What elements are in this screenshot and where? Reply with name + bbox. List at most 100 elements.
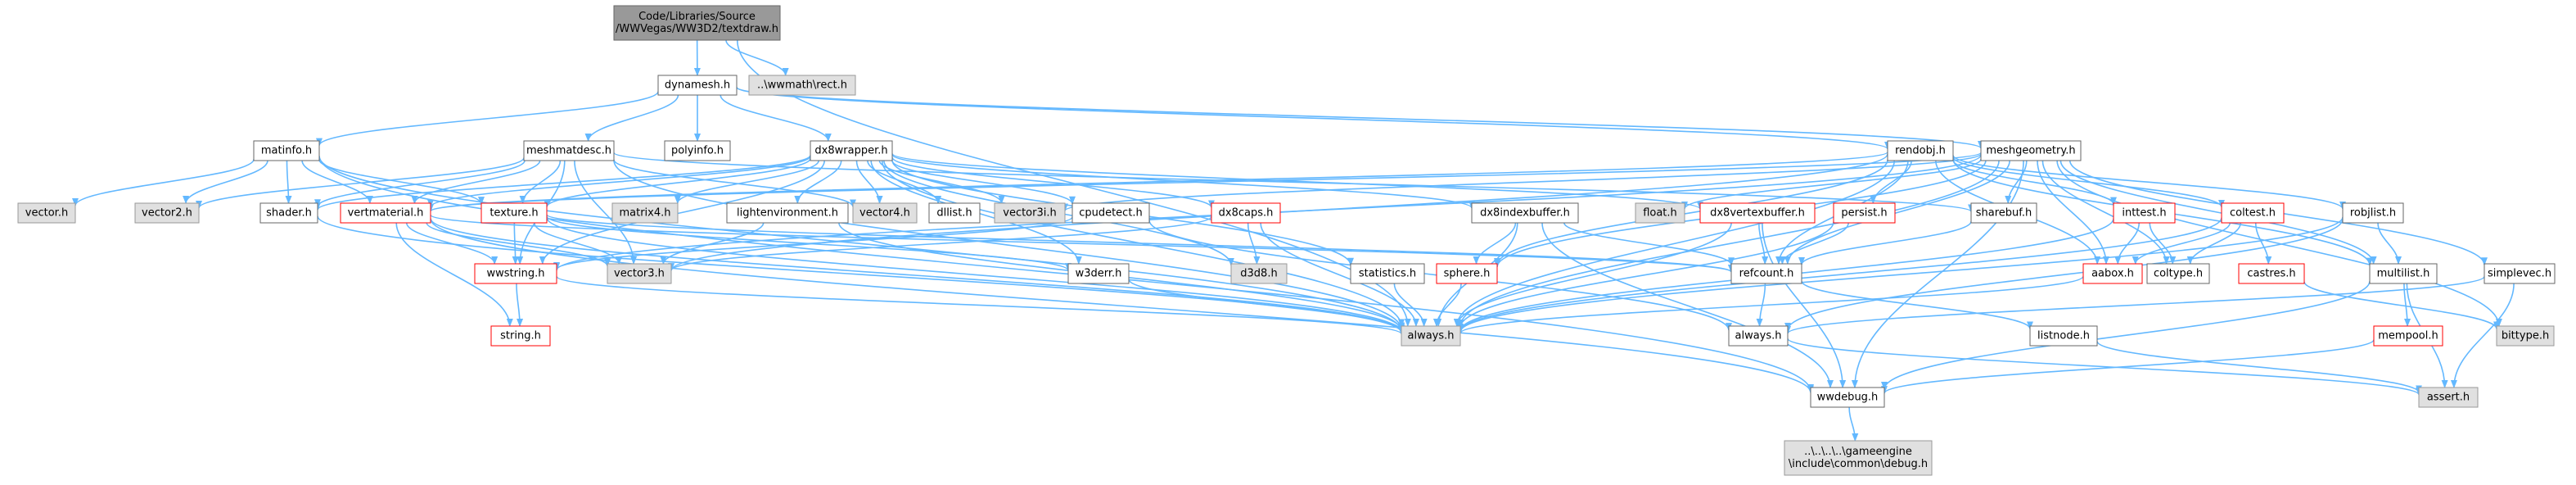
node-label-w3derr: w3derr.h — [1076, 268, 1122, 280]
node-label-gedebug: ..\..\..\..\gameengine — [1804, 446, 1912, 458]
node-bittype[interactable]: bittype.h — [2496, 325, 2555, 347]
node-multilist[interactable]: multilist.h — [2369, 263, 2438, 284]
node-vector4[interactable]: vector4.h — [852, 202, 918, 224]
node-box-matinfo — [253, 140, 320, 161]
node-sphere[interactable]: sphere.h — [1436, 263, 1498, 284]
edge-dx8wrapper-to-vector4 — [855, 160, 883, 204]
node-dllist[interactable]: dllist.h — [928, 202, 981, 224]
node-statistics[interactable]: statistics.h — [1350, 263, 1425, 284]
node-meshmatdesc[interactable]: meshmatdesc.h — [523, 140, 615, 161]
edge-dynamesh-to-rendobj — [736, 86, 1891, 150]
node-label-bittype: bittype.h — [2502, 330, 2549, 342]
node-box-vertmaterial — [340, 202, 431, 224]
node-box-dllist — [928, 202, 981, 224]
edge-dx8indexbuffer-to-sphere — [1473, 222, 1517, 265]
node-vector3i[interactable]: vector3i.h — [994, 202, 1066, 224]
node-dx8wrapper[interactable]: dx8wrapper.h — [810, 140, 893, 161]
edge-persist-to-always — [1457, 221, 1834, 329]
node-box-castres — [2238, 263, 2305, 284]
node-alwaysw[interactable]: always.h — [1728, 325, 1789, 347]
edge-lightenvironment-to-vector3 — [660, 222, 765, 265]
node-refcount[interactable]: refcount.h — [1730, 263, 1802, 284]
node-sharebuf[interactable]: sharebuf.h — [1970, 202, 2037, 224]
node-w3derr[interactable]: w3derr.h — [1067, 263, 1130, 284]
node-polyinfo[interactable]: polyinfo.h — [664, 140, 731, 161]
node-root[interactable]: Code/Libraries/Source/WWVegas/WW3D2/text… — [613, 5, 781, 41]
node-texture[interactable]: texture.h — [480, 202, 548, 224]
node-wwdebug[interactable]: wwdebug.h — [1810, 387, 1885, 408]
node-coltest[interactable]: coltest.h — [2221, 202, 2285, 224]
node-string[interactable]: string.h — [490, 325, 551, 347]
edge-meshmatdesc-to-texture — [519, 160, 562, 204]
node-mempool[interactable]: mempool.h — [2373, 325, 2443, 347]
node-wwstring[interactable]: wwstring.h — [474, 263, 557, 284]
node-wwmathrect[interactable]: ..\wwmath\rect.h — [748, 75, 856, 96]
node-listnode[interactable]: listnode.h — [2029, 325, 2098, 347]
edge-wwdebug-to-gedebug — [1848, 406, 1859, 442]
node-label-multilist: multilist.h — [2377, 268, 2430, 280]
node-cpudetect[interactable]: cpudetect.h — [1071, 202, 1150, 224]
edge-dx8wrapper-to-wwstring — [539, 160, 825, 265]
node-box-wwdebug — [1810, 387, 1885, 408]
node-coltype[interactable]: coltype.h — [2146, 263, 2210, 284]
edge-texture-to-wwstring — [512, 222, 519, 265]
node-vector3[interactable]: vector3.h — [607, 263, 672, 284]
node-dx8vertexbuffer[interactable]: dx8vertexbuffer.h — [1699, 202, 1816, 224]
node-meshgeometry[interactable]: meshgeometry.h — [1980, 140, 2082, 161]
node-vector2[interactable]: vector2.h — [134, 202, 200, 224]
node-inttest[interactable]: inttest.h — [2113, 202, 2176, 224]
edge-dx8caps-to-d3d8 — [1247, 222, 1261, 265]
node-dynamesh[interactable]: dynamesh.h — [657, 75, 738, 96]
node-matinfo[interactable]: matinfo.h — [253, 140, 320, 161]
edge-inttest-to-aabox — [2114, 222, 2141, 265]
edge-w3derr-to-always — [1128, 279, 1405, 332]
edge-meshmatdesc-to-sharebuf — [613, 152, 1974, 213]
node-matrix4[interactable]: matrix4.h — [611, 202, 679, 224]
node-label-sphere: sphere.h — [1444, 268, 1491, 280]
node-label-inttest: inttest.h — [2122, 207, 2166, 220]
node-box-assert — [2418, 387, 2479, 408]
edge-layer — [72, 39, 2515, 442]
node-label-listnode: listnode.h — [2037, 330, 2090, 342]
edge-meshmatdesc-to-vector4 — [613, 159, 856, 208]
edge-meshgeometry-to-refcount — [1784, 160, 2010, 265]
node-assert[interactable]: assert.h — [2418, 387, 2479, 408]
node-dx8indexbuffer[interactable]: dx8indexbuffer.h — [1471, 202, 1579, 224]
node-d3d8[interactable]: d3d8.h — [1230, 263, 1288, 284]
node-vertmaterial[interactable]: vertmaterial.h — [340, 202, 431, 224]
node-persist[interactable]: persist.h — [1833, 202, 1896, 224]
node-always[interactable]: always.h — [1401, 325, 1461, 347]
node-dx8caps[interactable]: dx8caps.h — [1211, 202, 1281, 224]
node-label-d3d8: d3d8.h — [1240, 268, 1277, 280]
node-label-string: string.h — [500, 330, 541, 342]
node-box-dynamesh — [657, 75, 738, 96]
node-label-vertmaterial: vertmaterial.h — [348, 207, 424, 220]
edge-vertmaterial-to-wwdebug — [430, 218, 1814, 394]
edge-rendobj-to-persist — [1870, 160, 1912, 204]
node-box-inttest — [2113, 202, 2176, 224]
node-label-root: /WWVegas/WW3D2/textdraw.h — [616, 23, 778, 35]
node-castres[interactable]: castres.h — [2238, 263, 2305, 284]
edge-meshgeometry-to-wwdebug — [1851, 160, 2024, 388]
edge-matinfo-to-shader — [285, 160, 292, 204]
node-robjlist[interactable]: robjlist.h — [2342, 202, 2404, 224]
node-box-sharebuf — [1970, 202, 2037, 224]
node-simplevec[interactable]: simplevec.h — [2484, 263, 2556, 284]
node-gedebug[interactable]: ..\..\..\..\gameengine\include\common\de… — [1784, 440, 1933, 476]
node-label-assert: assert.h — [2427, 392, 2470, 404]
node-lightenvironment[interactable]: lightenvironment.h — [726, 202, 849, 224]
node-label-matrix4: matrix4.h — [619, 207, 670, 220]
node-box-vector — [17, 202, 76, 224]
node-box-rendobj — [1887, 140, 1954, 161]
node-float[interactable]: float.h — [1635, 202, 1685, 224]
edge-wwstring-to-string — [516, 283, 524, 327]
node-aabox[interactable]: aabox.h — [2082, 263, 2143, 284]
node-label-coltest: coltest.h — [2230, 207, 2276, 220]
edge-vertmaterial-to-refcount — [430, 214, 1735, 274]
node-box-dx8indexbuffer — [1471, 202, 1579, 224]
node-vector[interactable]: vector.h — [17, 202, 76, 224]
node-label-vector3i: vector3i.h — [1003, 207, 1057, 220]
node-shader[interactable]: shader.h — [259, 202, 318, 224]
node-rendobj[interactable]: rendobj.h — [1887, 140, 1954, 161]
node-box-robjlist — [2342, 202, 2404, 224]
